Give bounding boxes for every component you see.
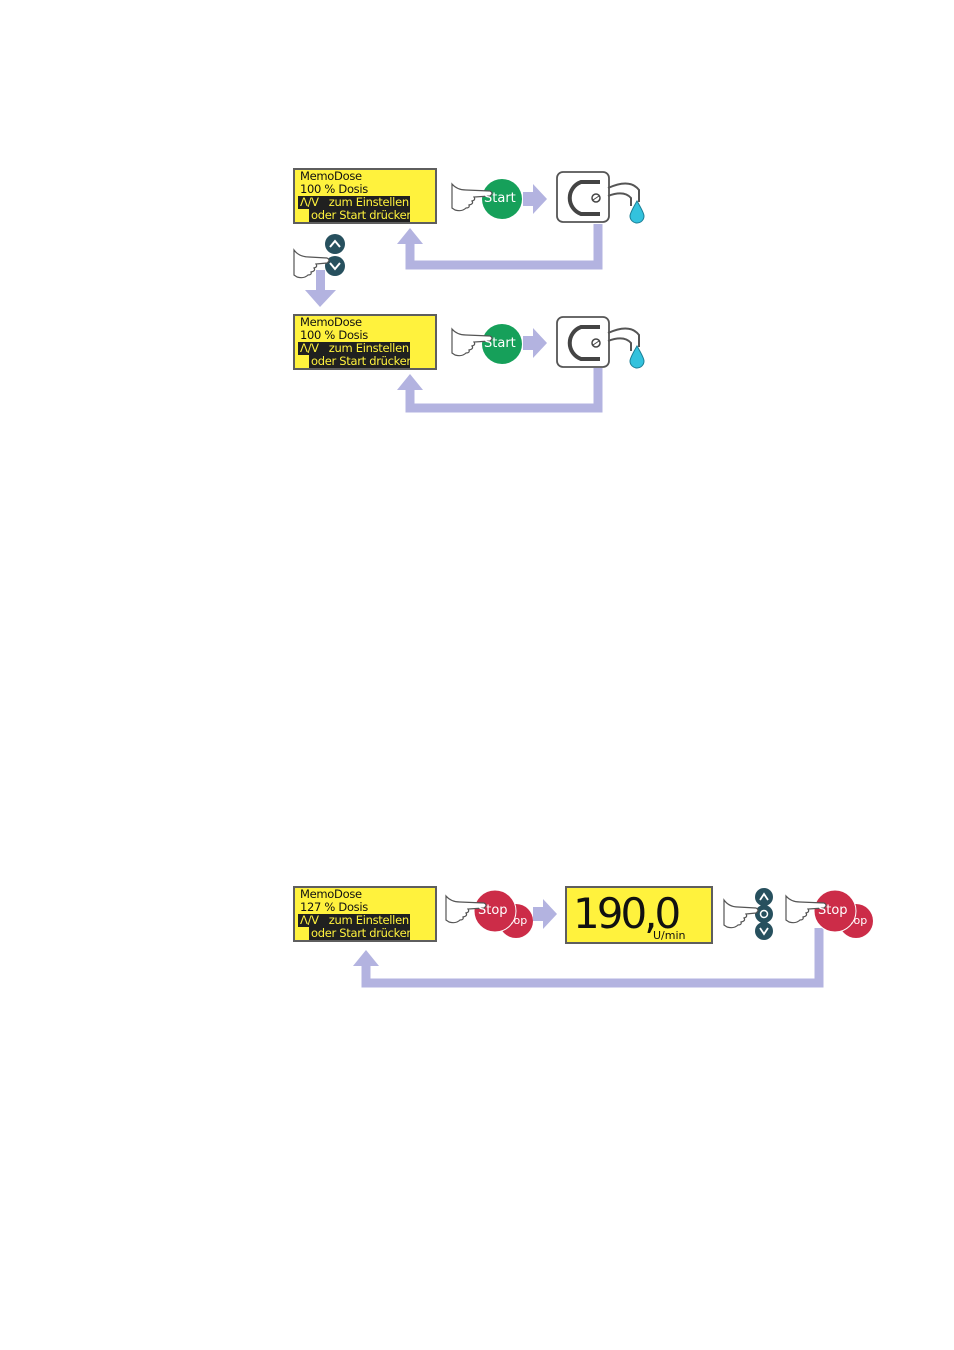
pump-head-icon	[556, 171, 640, 223]
return-arrowhead-icon	[353, 950, 379, 966]
speed-value: 190,0	[573, 889, 681, 938]
drop-icon	[629, 345, 645, 369]
lcd-line: MemoDose	[300, 315, 362, 329]
down-button[interactable]	[325, 256, 345, 276]
return-loop-arrow	[405, 224, 603, 270]
arrow-to-pump-icon	[523, 184, 547, 214]
stop-button[interactable]	[813, 889, 873, 938]
lcd-line-inverted: oder Start drücken	[309, 354, 414, 368]
center-button[interactable]	[755, 905, 773, 923]
stop-button-label-partial: .op	[510, 914, 528, 927]
hand-pointer-icon	[785, 894, 827, 924]
lcd-line-inverted: oder Start drücken	[309, 926, 414, 940]
pump-head-icon	[556, 316, 640, 368]
hand-pointer-nav-icon	[723, 898, 759, 929]
arrow-to-pump-icon	[523, 328, 547, 358]
drop-icon	[629, 200, 645, 224]
start-button[interactable]	[482, 324, 522, 364]
lcd-line-inverted: Λ/V zum Einstellen	[298, 913, 410, 927]
stop-button-label[interactable]: Stop	[818, 903, 848, 918]
lcd-display-bottom: MemoDose 100 % Dosis Λ/V zum Einstellen …	[293, 314, 437, 370]
start-button[interactable]	[482, 179, 522, 219]
lcd-line: MemoDose	[300, 169, 362, 183]
speed-unit: U/min	[653, 929, 686, 942]
lcd-display-top: MemoDose 100 % Dosis Λ/V zum Einstellen …	[293, 168, 437, 224]
down-arrow-shaft	[316, 270, 325, 294]
start-button-label[interactable]: Start	[484, 191, 516, 206]
lcd-line-inverted: Λ/V zum Einstellen	[298, 195, 410, 209]
speed-display: 190,0 U/min	[565, 886, 713, 944]
return-arrowhead-icon	[397, 228, 423, 244]
arrow-to-speed-display-icon	[533, 899, 557, 929]
hand-pointer-nav-icon	[293, 248, 330, 279]
return-arrowhead-icon	[397, 374, 423, 390]
hand-pointer-icon	[445, 894, 487, 924]
hand-pointer-icon	[451, 327, 493, 357]
return-loop-arrow	[361, 928, 824, 988]
lcd-line: 100 % Dosis	[300, 328, 368, 342]
lcd-line: 127 % Dosis	[300, 900, 368, 914]
lcd-line-inverted: Λ/V zum Einstellen	[298, 341, 410, 355]
start-button-label[interactable]: Start	[484, 336, 516, 351]
up-button[interactable]	[755, 888, 773, 906]
down-button[interactable]	[755, 922, 773, 940]
lcd-line: 100 % Dosis	[300, 182, 368, 196]
down-arrowhead-icon	[305, 290, 336, 307]
lcd-display-memodose: MemoDose 127 % Dosis Λ/V zum Einstellen …	[293, 886, 437, 942]
stop-button-label[interactable]: Stop	[478, 903, 508, 918]
lcd-line: MemoDose	[300, 887, 362, 901]
return-loop-arrow	[405, 368, 603, 413]
lcd-line-inverted: oder Start drücken	[309, 208, 414, 222]
up-button[interactable]	[325, 234, 345, 254]
hand-pointer-icon	[451, 182, 493, 212]
stop-button[interactable]	[473, 889, 533, 938]
stop-button-label-partial: .op	[850, 914, 868, 927]
